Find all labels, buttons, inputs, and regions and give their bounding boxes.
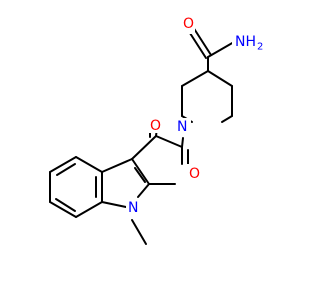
amide-o-label: O: [181, 16, 195, 34]
bond-n-c-oxo1: [181, 137, 184, 148]
oxo-o1-label: O: [187, 164, 201, 182]
bond-oxo2-c3: [131, 135, 157, 160]
amide-o-text: O: [183, 16, 194, 32]
oxo-o2-label: O: [148, 115, 162, 134]
bond-benz-inner-3: [56, 163, 76, 176]
bond-benz-c7a-c7: [75, 201, 103, 218]
oxo-o2-text: O: [150, 118, 161, 134]
bond-ind-n-methyl: [131, 219, 147, 245]
bond-c-amide-o-double-b: [192, 26, 212, 56]
bond-benz-c7-c6: [49, 201, 77, 218]
amide-nh-subscript: 2: [257, 42, 263, 53]
amide-nh-text: NH: [235, 34, 256, 50]
bond-benz-c5-c4: [49, 156, 77, 173]
bond-ind-c2-n: [137, 183, 150, 198]
molecule-canvas: NH 2 O N O O N: [49, 16, 264, 245]
bonds: [49, 26, 235, 245]
piperidine-n-label: N: [177, 118, 191, 136]
bond-ind-c3-c3a: [101, 158, 133, 173]
bond-benz-inner-2: [55, 198, 76, 212]
atom-labels: NH 2 O N O O N: [126, 16, 264, 216]
bond-ind-c3-c2: [131, 158, 150, 185]
bond-pip-n-c6: [221, 115, 233, 123]
piperidine-n-text: N: [177, 119, 187, 135]
bond-pip-c5-c4: [207, 70, 233, 87]
bond-ind-n-c7a: [101, 201, 127, 208]
amide-nh2-label: NH 2: [232, 33, 264, 53]
indole-n-text: N: [128, 200, 138, 216]
bond-oxo-c-c: [155, 135, 183, 148]
bond-benz-c4-c3a: [75, 156, 103, 173]
molecule-structure: NH 2 O N O O N: [49, 16, 264, 245]
bond-ind-c3-c2-inner: [134, 167, 146, 183]
bond-pip-c4-c3: [181, 70, 209, 87]
bond-c-amide-o-double-a: [187, 29, 207, 59]
bond-c-amide-n: [207, 41, 235, 58]
indole-n-label: N: [126, 198, 140, 216]
oxo-o1-text: O: [189, 166, 200, 182]
